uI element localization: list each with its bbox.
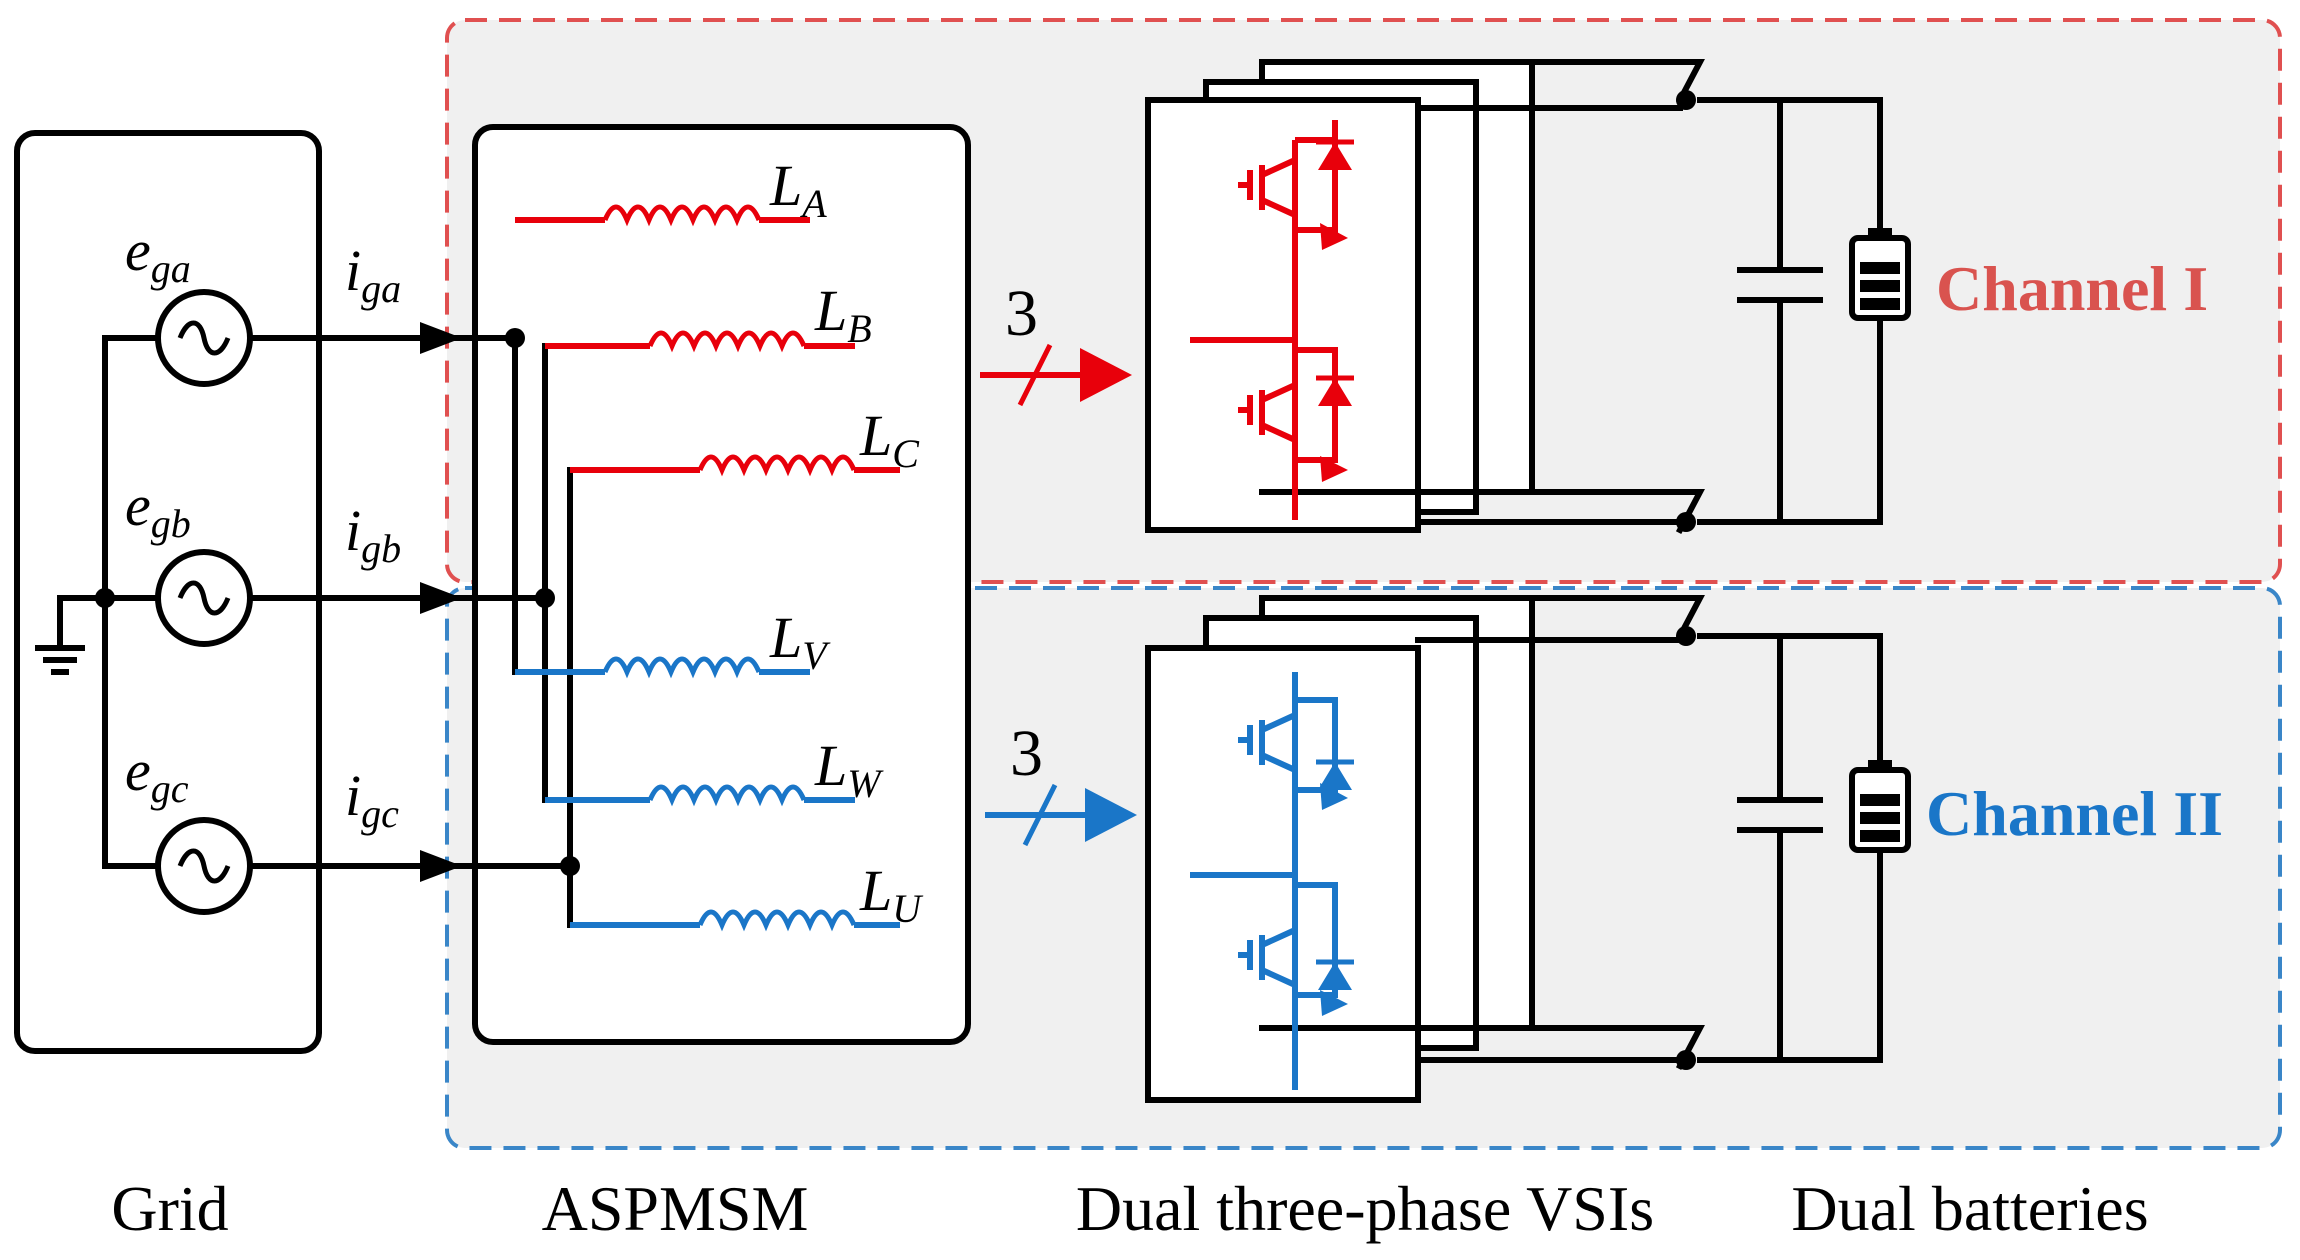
grid-caption: Grid	[111, 1173, 228, 1244]
bus-count-channel-1: 3	[1005, 277, 1038, 350]
inverter-channel-1	[1145, 59, 1705, 535]
current-a-arrow-icon	[420, 322, 462, 354]
channel-2-title: Channel II	[1926, 778, 2223, 849]
ac-source-a-icon	[155, 289, 253, 387]
inverters-caption: Dual three-phase VSIs	[1076, 1173, 1654, 1244]
inductor-a-label: LA	[769, 153, 827, 226]
current-a-label: iga	[345, 238, 401, 311]
phase-lines	[317, 322, 478, 882]
source-b-label: egb	[125, 473, 191, 546]
inductor-v-label: LV	[769, 605, 831, 678]
bus-arrow-channel-2	[985, 783, 1137, 847]
inductor-b-label: LB	[814, 278, 872, 351]
ac-source-b-icon	[155, 549, 253, 647]
grid-wiring	[57, 335, 323, 869]
bus-count-channel-2: 3	[1010, 717, 1043, 790]
current-b-label: igb	[345, 498, 401, 571]
machine-caption: ASPMSM	[542, 1173, 809, 1244]
source-a-label: ega	[125, 218, 191, 291]
current-c-arrow-icon	[420, 850, 462, 882]
inductor-u-label: LU	[859, 858, 924, 931]
batteries-caption: Dual batteries	[1791, 1173, 2148, 1244]
channel-1-title: Channel I	[1936, 253, 2208, 324]
inductors-channel-1	[515, 204, 900, 477]
source-c-label: egc	[125, 738, 189, 811]
inductor-c-label: LC	[859, 403, 920, 476]
dc-link-channel-1	[1697, 97, 1911, 525]
current-c-label: igc	[345, 763, 399, 836]
inductors-channel-2	[515, 656, 900, 932]
ground-icon	[35, 595, 85, 675]
ac-source-c-icon	[155, 817, 253, 915]
bus-arrow-channel-1	[980, 343, 1132, 407]
inverter-channel-2	[1145, 595, 1705, 1103]
dc-link-channel-2	[1697, 633, 1911, 1063]
machine-box	[472, 124, 971, 1045]
current-b-arrow-icon	[420, 582, 462, 614]
inductor-w-label: LW	[814, 733, 884, 806]
